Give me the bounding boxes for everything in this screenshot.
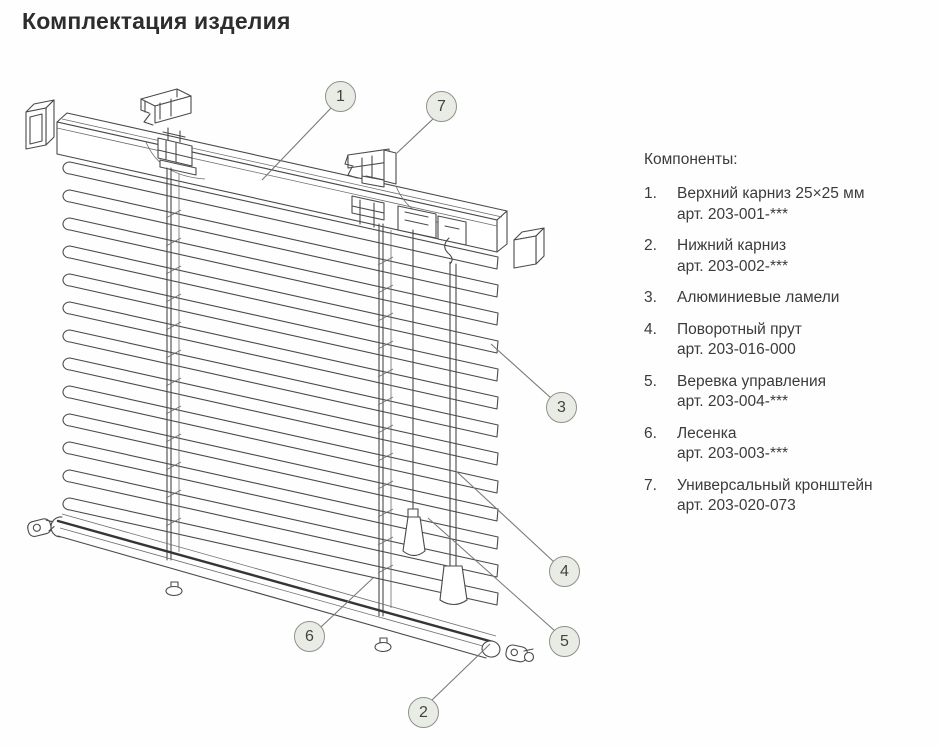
top-rail-end-cap-right — [513, 227, 545, 269]
wand-hook-mechanism — [437, 215, 467, 265]
callout-6: 6 — [294, 621, 325, 652]
top-rail-end-cap-left — [25, 99, 55, 150]
legend-item-5: 5. Веревка управления арт. 203-004-*** — [644, 372, 936, 413]
legend-item-2: 2. Нижний карниз арт. 203-002-*** — [644, 236, 936, 277]
callout-5-label: 5 — [560, 632, 569, 650]
cord-lock-mechanism — [397, 205, 437, 239]
legend-item-number: 5. — [644, 372, 657, 390]
ladder-tapes — [165, 167, 394, 617]
bottom-rail-end-cap-right — [505, 644, 535, 663]
legend-item-article: арт. 203-001-*** — [677, 205, 789, 223]
callout-4: 4 — [549, 556, 580, 587]
legend-item-6: 6. Лесенка арт. 203-003-*** — [644, 424, 936, 465]
page-title: Комплектация изделия — [22, 8, 291, 34]
legend-item-text: Алюминиевые ламели — [677, 288, 936, 309]
legend-item-number: 4. — [644, 320, 657, 338]
control-cord — [402, 233, 426, 557]
legend-item-number: 3. — [644, 289, 657, 306]
legend-item-4: 4. Поворотный прут арт. 203-016-000 — [644, 320, 936, 361]
legend-item-text: Поворотный прут арт. 203-016-000 — [677, 320, 936, 361]
legend-item-name: Нижний карниз — [677, 237, 787, 254]
legend-item-name: Лесенка — [677, 424, 737, 442]
legend-item-number: 7. — [644, 476, 657, 494]
legend-item-number: 2. — [644, 237, 657, 254]
legend-item-text: Нижний карниз арт. 203-002-*** — [677, 236, 936, 277]
legend-item-name: Универсальный кронштейн — [677, 476, 873, 494]
legend-item-article: арт. 203-003-*** — [677, 445, 789, 462]
tilt-mechanism-left — [157, 127, 197, 176]
callout-3-label: 3 — [557, 398, 566, 416]
ladder-plug-center — [374, 637, 392, 653]
legend-item-text: Лесенка арт. 203-003-*** — [677, 424, 936, 465]
callout-1-label: 1 — [336, 87, 345, 105]
legend-item-7: 7. Универсальный кронштейн арт. 203-020-… — [644, 476, 936, 517]
legend-item-name: Поворотный прут — [677, 320, 802, 338]
callout-1: 1 — [325, 81, 356, 112]
callout-2-label: 2 — [419, 703, 428, 721]
callout-7-label: 7 — [437, 97, 446, 115]
callout-5: 5 — [549, 626, 580, 657]
universal-bracket — [344, 148, 397, 188]
bottom-rail-end-cap-left — [27, 518, 55, 537]
bottom-rail — [50, 513, 501, 659]
legend-item-number: 6. — [644, 424, 657, 442]
legend-item-text: Универсальный кронштейн арт. 203-020-073 — [677, 476, 936, 517]
legend-item-text: Верхний карниз 25×25 мм арт. 203-001-*** — [677, 184, 936, 225]
legend-item-3: 3. Алюминиевые ламели — [644, 288, 936, 309]
callout-7: 7 — [426, 91, 457, 122]
aluminium-slats — [62, 161, 499, 606]
callout-2: 2 — [408, 697, 439, 728]
legend-item-article: арт. 203-016-000 — [677, 341, 796, 358]
callout-6-label: 6 — [305, 627, 314, 645]
callout-leader-lines — [261, 106, 556, 702]
legend-item-name: Верхний карниз 25×25 мм — [677, 185, 865, 202]
ladder-hanger-center — [351, 195, 385, 228]
callout-3: 3 — [546, 392, 577, 423]
legend-item-article: арт. 203-002-*** — [677, 257, 789, 275]
legend-item-text: Веревка управления арт. 203-004-*** — [677, 372, 936, 413]
ladder-plug-left — [165, 581, 183, 597]
legend-item-name: Веревка управления — [677, 372, 827, 390]
legend-item-1: 1. Верхний карниз 25×25 мм арт. 203-001-… — [644, 184, 936, 225]
legend-item-article: арт. 203-004-*** — [677, 393, 789, 410]
tilt-wand — [439, 261, 468, 606]
legend-item-article: арт. 203-020-073 — [677, 497, 796, 514]
bracket-left — [140, 88, 192, 126]
legend-item-number: 1. — [644, 185, 657, 202]
components-legend: Компоненты: 1. Верхний карниз 25×25 мм а… — [644, 150, 936, 528]
legend-item-name: Алюминиевые ламели — [677, 289, 840, 306]
callout-4-label: 4 — [560, 562, 569, 580]
legend-heading: Компоненты: — [644, 151, 738, 168]
